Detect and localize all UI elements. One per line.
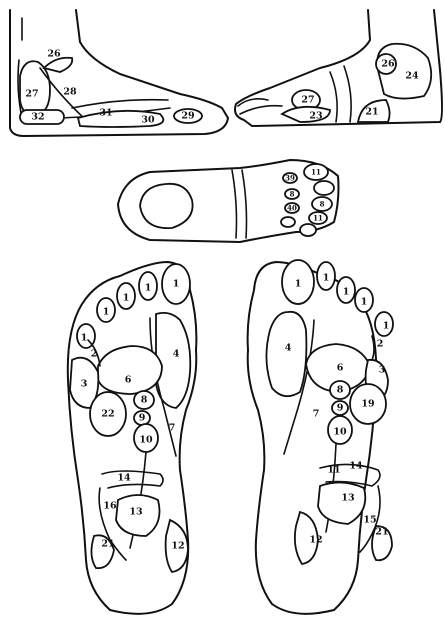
right-label-10: 10 bbox=[333, 427, 347, 438]
left-label-16: 16 bbox=[103, 501, 117, 512]
label-21-outer: 21 bbox=[365, 107, 378, 118]
zone-23-outer bbox=[282, 107, 330, 122]
right-label-12: 12 bbox=[309, 535, 322, 546]
left-label-3: 3 bbox=[81, 379, 88, 390]
left-label-1e: 1 bbox=[81, 333, 88, 344]
toe-joint-4-top bbox=[281, 217, 295, 227]
right-label-21: 21 bbox=[375, 527, 388, 538]
left-label-12: 12 bbox=[171, 541, 184, 552]
left-label-1d: 1 bbox=[103, 307, 110, 318]
ankle-lines-top bbox=[232, 170, 247, 238]
right-label-14: 14 bbox=[349, 461, 363, 472]
right-sole-outline bbox=[248, 262, 377, 614]
right-label-4: 4 bbox=[285, 343, 292, 354]
left-zone-14 bbox=[102, 471, 163, 488]
label-24-outer: 24 bbox=[405, 71, 419, 82]
inner-side-foot-view: 26 27 28 32 31 30 29 bbox=[10, 10, 228, 136]
label-30-inner: 30 bbox=[141, 115, 155, 126]
label-31-inner: 31 bbox=[99, 108, 112, 119]
label-27-outer: 27 bbox=[301, 95, 314, 106]
left-label-2: 2 bbox=[91, 349, 98, 360]
right-label-13: 13 bbox=[341, 493, 354, 504]
left-sole-view: 1 1 1 1 1 2 4 3 6 8 22 9 10 7 14 16 13 2… bbox=[68, 262, 197, 614]
top-foot-view: 11 39 8 40 8 11 bbox=[118, 160, 339, 242]
label-40-top: 40 bbox=[287, 204, 297, 213]
left-label-1c: 1 bbox=[123, 293, 130, 304]
label-11b-top: 11 bbox=[313, 214, 323, 223]
zone-26-inner bbox=[44, 58, 72, 72]
right-label-1b: 1 bbox=[323, 273, 330, 284]
right-label-2: 2 bbox=[377, 339, 384, 350]
right-label-1d: 1 bbox=[361, 297, 368, 308]
label-23-outer: 23 bbox=[309, 111, 322, 122]
right-label-1c: 1 bbox=[343, 287, 350, 298]
label-26-inner: 26 bbox=[47, 49, 61, 60]
right-sole-view: 1 1 1 1 1 2 4 6 3 8 19 9 7 10 11 14 13 1… bbox=[248, 260, 393, 614]
toe-2-top bbox=[314, 181, 334, 195]
right-label-8: 8 bbox=[337, 385, 344, 396]
label-28-inner: 28 bbox=[63, 87, 77, 98]
right-label-11: 11 bbox=[327, 465, 340, 476]
left-label-8: 8 bbox=[141, 395, 148, 406]
ankle-band-lines bbox=[330, 66, 351, 122]
label-27-inner: 27 bbox=[25, 89, 38, 100]
left-label-4: 4 bbox=[173, 349, 180, 360]
label-29-inner: 29 bbox=[181, 111, 195, 122]
left-label-14: 14 bbox=[117, 473, 131, 484]
label-8a-top: 8 bbox=[290, 190, 295, 199]
outer-side-foot-view: 26 24 27 23 21 bbox=[235, 10, 442, 126]
label-8b-top: 8 bbox=[320, 200, 325, 209]
left-label-6: 6 bbox=[125, 375, 132, 386]
zone-31-line bbox=[72, 100, 168, 108]
right-label-15: 15 bbox=[363, 515, 376, 526]
heel-zone-top bbox=[140, 184, 193, 228]
left-zone-6 bbox=[98, 346, 162, 394]
left-zone-4 bbox=[156, 313, 190, 408]
label-32-inner: 32 bbox=[31, 112, 44, 123]
toe-lines-outer bbox=[238, 99, 282, 114]
left-label-9: 9 bbox=[139, 413, 146, 424]
right-label-1a: 1 bbox=[295, 279, 302, 290]
left-label-13: 13 bbox=[129, 507, 142, 518]
right-label-19: 19 bbox=[361, 399, 375, 410]
right-zone-2-line bbox=[372, 336, 374, 360]
right-label-1e: 1 bbox=[383, 321, 390, 332]
label-11a-top: 11 bbox=[311, 168, 321, 177]
left-label-1a: 1 bbox=[173, 279, 180, 290]
label-39-top: 39 bbox=[285, 174, 295, 183]
left-label-1b: 1 bbox=[145, 283, 152, 294]
left-label-10: 10 bbox=[139, 435, 153, 446]
right-label-3: 3 bbox=[379, 365, 386, 376]
left-label-21: 21 bbox=[101, 539, 114, 550]
right-label-9: 9 bbox=[337, 403, 344, 414]
label-26-outer: 26 bbox=[381, 59, 395, 70]
right-zone-4 bbox=[266, 312, 306, 396]
right-label-7: 7 bbox=[313, 409, 320, 420]
left-label-7: 7 bbox=[169, 423, 176, 434]
left-label-22: 22 bbox=[101, 409, 114, 420]
right-label-6: 6 bbox=[337, 363, 344, 374]
toe-5-top bbox=[300, 224, 316, 236]
